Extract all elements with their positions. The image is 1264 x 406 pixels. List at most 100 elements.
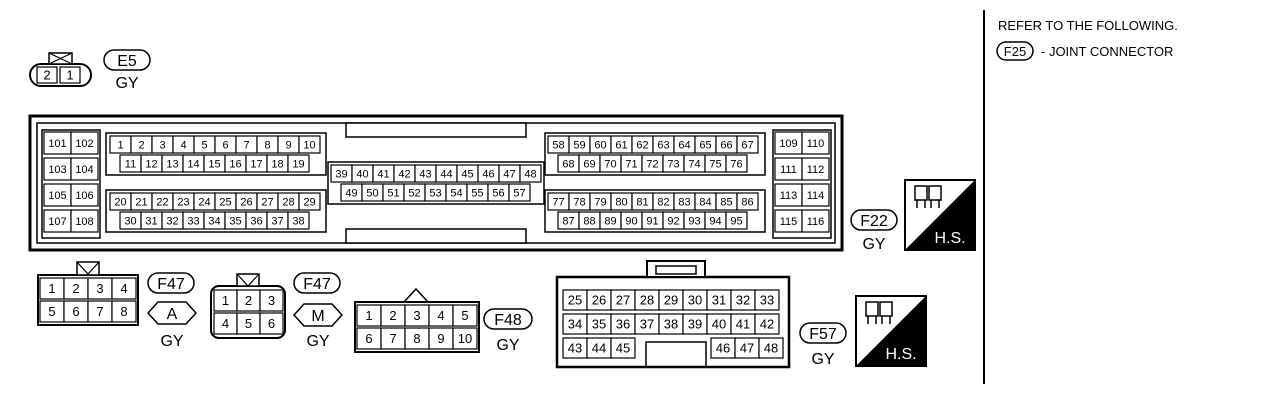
ecm-pin-11-label: 11 — [125, 158, 136, 170]
f47m-pin-1-label: 1 — [222, 293, 229, 308]
ecm-pin-113-label: 113 — [780, 190, 798, 202]
ecm-block-ra — [544, 132, 766, 176]
f47m-tag: M — [311, 308, 324, 325]
ecm-pin-5-label: 5 — [201, 139, 207, 151]
ecm-pin-106-label: 106 — [75, 190, 93, 202]
ecm-pin-24-label: 24 — [198, 196, 210, 208]
ecm-pin-76 — [725, 154, 748, 173]
f57-pin-33-label: 33 — [760, 292, 774, 307]
f57-pin-25-label: 25 — [568, 292, 582, 307]
ecm-pin-111-label: 111 — [780, 164, 797, 176]
ecm-pin-68-label: 68 — [562, 158, 574, 170]
f57-pin-31-label: 31 — [712, 292, 726, 307]
ecm-pin-62-label: 62 — [636, 139, 648, 151]
f47a-color: GY — [160, 333, 183, 350]
ecm-pin-116 — [801, 209, 830, 233]
ecm-pin-67-label: 67 — [741, 139, 753, 151]
ecm-pin-109-label: 109 — [779, 138, 797, 150]
f57-pin-45 — [610, 337, 636, 359]
e5-color: GY — [115, 75, 138, 92]
ecm-pin-86-label: 86 — [741, 196, 753, 208]
e5-id-badge — [103, 49, 151, 71]
ecm-pin-50-label: 50 — [366, 187, 378, 199]
f48-id: F48 — [494, 312, 522, 329]
ecm-pin-12-label: 12 — [145, 158, 157, 170]
ecm-pin-46-label: 46 — [482, 168, 494, 180]
ecm-pin-110 — [801, 131, 830, 155]
ecm-pin-63-label: 63 — [657, 139, 669, 151]
ecm-pin-116-label: 116 — [807, 216, 825, 228]
f47a-pin-1-label: 1 — [48, 281, 55, 296]
ecm-pin-65-label: 65 — [699, 139, 711, 151]
ecm-pin-93-label: 93 — [688, 215, 700, 227]
ecm-pin-34-label: 34 — [208, 215, 220, 227]
ecm-block-b — [105, 189, 327, 233]
ecm-pin-115-label: 115 — [780, 216, 798, 228]
f47m-pin-6 — [259, 312, 284, 335]
ecm-pin-8-label: 8 — [264, 139, 270, 151]
ecm-pin-27-label: 27 — [261, 196, 273, 208]
ecm-pin-106 — [70, 183, 99, 207]
f57-pin-43-label: 43 — [568, 340, 582, 355]
f48-pin-10 — [452, 327, 478, 350]
f47a-tag: A — [167, 306, 178, 323]
ecm-bottom-key — [345, 228, 527, 244]
f57-pin-48 — [758, 337, 784, 359]
ecm-pin-1-label: 1 — [117, 139, 123, 151]
f47a-pin-5-label: 5 — [48, 304, 55, 319]
ecm-pin-38-label: 38 — [292, 215, 304, 227]
ecm-pin-31-label: 31 — [145, 215, 157, 227]
ecm-pin-7-label: 7 — [243, 139, 249, 151]
ecm-pin-17-label: 17 — [250, 158, 262, 170]
f57-pin-27-label: 27 — [616, 292, 630, 307]
ecm-pin-95-label: 95 — [730, 215, 742, 227]
ecm-pin-102 — [70, 131, 99, 155]
ecm-pin-75-label: 75 — [709, 158, 721, 170]
ecm-pin-56-label: 56 — [492, 187, 504, 199]
note-connector-id: F25 — [1004, 44, 1026, 59]
f47a-latch — [76, 261, 100, 276]
f47a-pin-8 — [111, 300, 137, 323]
f22-hs-icon — [914, 185, 942, 208]
ecm-pin-110-label: 110 — [807, 138, 825, 150]
f57-color: GY — [811, 351, 834, 368]
ecm-pin-30-label: 30 — [124, 215, 136, 227]
ecm-pin-49-label: 49 — [345, 187, 357, 199]
f47a-latch-v — [76, 261, 100, 275]
ecm-pin-101-label: 101 — [48, 138, 66, 150]
f57-pin-46-label: 46 — [716, 340, 730, 355]
ecm-pin-52-label: 52 — [408, 187, 420, 199]
f57-pin-29-label: 29 — [664, 292, 678, 307]
f48-pin-3-label: 3 — [413, 308, 420, 323]
f57-hs-label: H.S. — [885, 346, 916, 363]
f57-pin-36-label: 36 — [616, 316, 630, 331]
ecm-pin-60-label: 60 — [594, 139, 606, 151]
f57-key-inner — [655, 265, 697, 275]
f47m-pin-4-label: 4 — [222, 316, 229, 331]
f48-pin-10-label: 10 — [458, 331, 472, 346]
ecm-pin-29 — [298, 192, 321, 211]
f57-pin-47-label: 47 — [740, 340, 754, 355]
f47m-color: GY — [306, 333, 329, 350]
ecm-pin-39-label: 39 — [335, 168, 347, 180]
f47m-pin-3-label: 3 — [268, 293, 275, 308]
ecm-pin-45-label: 45 — [461, 168, 473, 180]
f57-pin-33 — [754, 289, 780, 311]
ecm-pin-94-label: 94 — [709, 215, 721, 227]
note-connector-badge — [996, 41, 1034, 61]
ecm-pin-102-label: 102 — [75, 138, 93, 150]
ecm-pin-32-label: 32 — [166, 215, 178, 227]
ecm-pin-87-label: 87 — [562, 215, 574, 227]
f57-pin-32-label: 32 — [736, 292, 750, 307]
f22-hs-label: H.S. — [934, 230, 965, 247]
ecm-pin-37-label: 37 — [271, 215, 283, 227]
f22-hs-fill — [905, 180, 975, 250]
ecm-pin-13-label: 13 — [166, 158, 178, 170]
ecm-pin-104 — [70, 157, 99, 181]
ecm-pin-61-label: 61 — [615, 139, 627, 151]
ecm-pin-22-label: 22 — [156, 196, 168, 208]
